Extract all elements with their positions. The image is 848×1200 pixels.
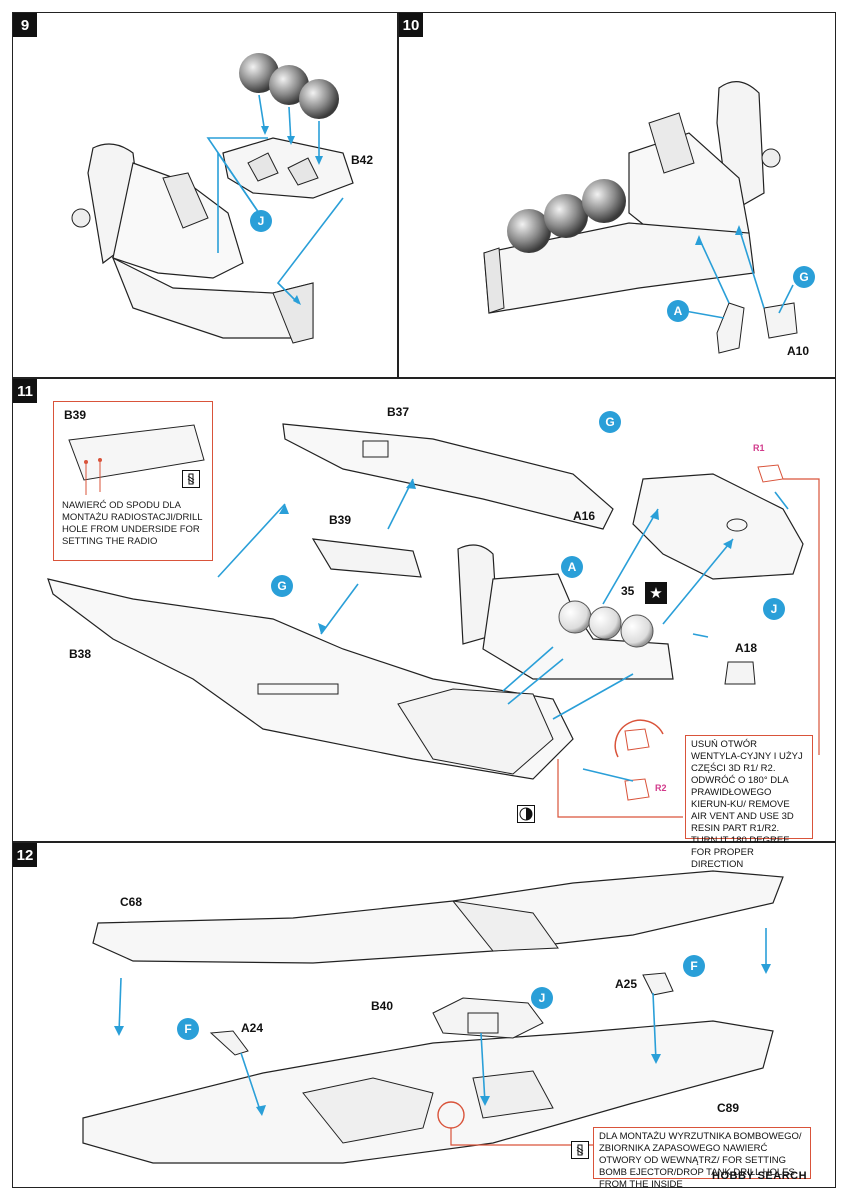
callout-f-right: F <box>683 955 705 977</box>
watermark: HOBBY SEARCH <box>712 1170 808 1182</box>
callout-g-top: G <box>599 411 621 433</box>
part-label-a18: A18 <box>735 641 758 655</box>
part-label-b38: B38 <box>69 647 92 661</box>
part-label-b39: B39 <box>329 513 352 527</box>
step-9-panel: 9 <box>12 12 398 378</box>
half-circle-icon <box>517 805 535 823</box>
callout-j: J <box>763 598 785 620</box>
fuselage-drawing <box>47 423 820 818</box>
note-drill-radio: NAWIERĆ OD SPODU DLA MONTAŻU RADIOSTACJI… <box>62 500 203 547</box>
cockpit-drawing <box>71 53 354 344</box>
step-number: 10 <box>399 13 423 37</box>
star-icon: ★ <box>645 582 667 604</box>
part-label-a10: A10 <box>787 344 810 358</box>
step-number: 12 <box>13 843 37 867</box>
drill-icon <box>571 1141 589 1159</box>
resin-label-r1: R1 <box>753 443 765 453</box>
part-label-c89: C89 <box>717 1101 740 1115</box>
wing-drawing <box>82 870 784 1164</box>
b39-inset-drawing <box>68 424 205 495</box>
part-label-c68: C68 <box>120 895 143 909</box>
step-10-panel: 10 A10 A G <box>398 12 836 378</box>
drill-icon <box>182 470 200 488</box>
part-label-b42: B42 <box>351 153 374 167</box>
callout-g-mid: G <box>271 575 293 597</box>
callout-j: J <box>250 210 272 232</box>
resin-label-r2: R2 <box>655 783 667 793</box>
callout-g: G <box>793 266 815 288</box>
inset-drill-box: B39 NAWIERĆ OD SPODU DLA MONTAŻU RADIOST… <box>53 401 213 561</box>
step-11-panel: 11 <box>12 378 836 870</box>
note-bomb-ejector: DLA MONTAŻU WYRZUTNIKA BOMBOWEGO/ ZBIORN… <box>593 1127 811 1190</box>
part-label-a16: A16 <box>573 509 596 523</box>
step-number: 11 <box>13 379 37 403</box>
step-number: 9 <box>13 13 37 37</box>
callout-a: A <box>667 300 689 322</box>
callout-f-left: F <box>177 1018 199 1040</box>
note-air-vent: USUŃ OTWÓR WENTYLA-CYJNY I UŻYJ CZĘŚCI 3… <box>685 735 813 870</box>
part-label-35: 35 <box>621 584 635 598</box>
part-label-b39-inset: B39 <box>64 408 87 422</box>
part-label-b40: B40 <box>371 999 394 1013</box>
callout-j: J <box>531 987 553 1009</box>
part-label-b37: B37 <box>387 405 410 419</box>
part-label-a24: A24 <box>241 1021 264 1035</box>
part-label-a25: A25 <box>615 977 638 991</box>
callout-a: A <box>561 556 583 578</box>
step-12-panel: 12 C68 A24 B4 <box>12 842 836 1190</box>
cockpit-drawing <box>483 81 798 354</box>
